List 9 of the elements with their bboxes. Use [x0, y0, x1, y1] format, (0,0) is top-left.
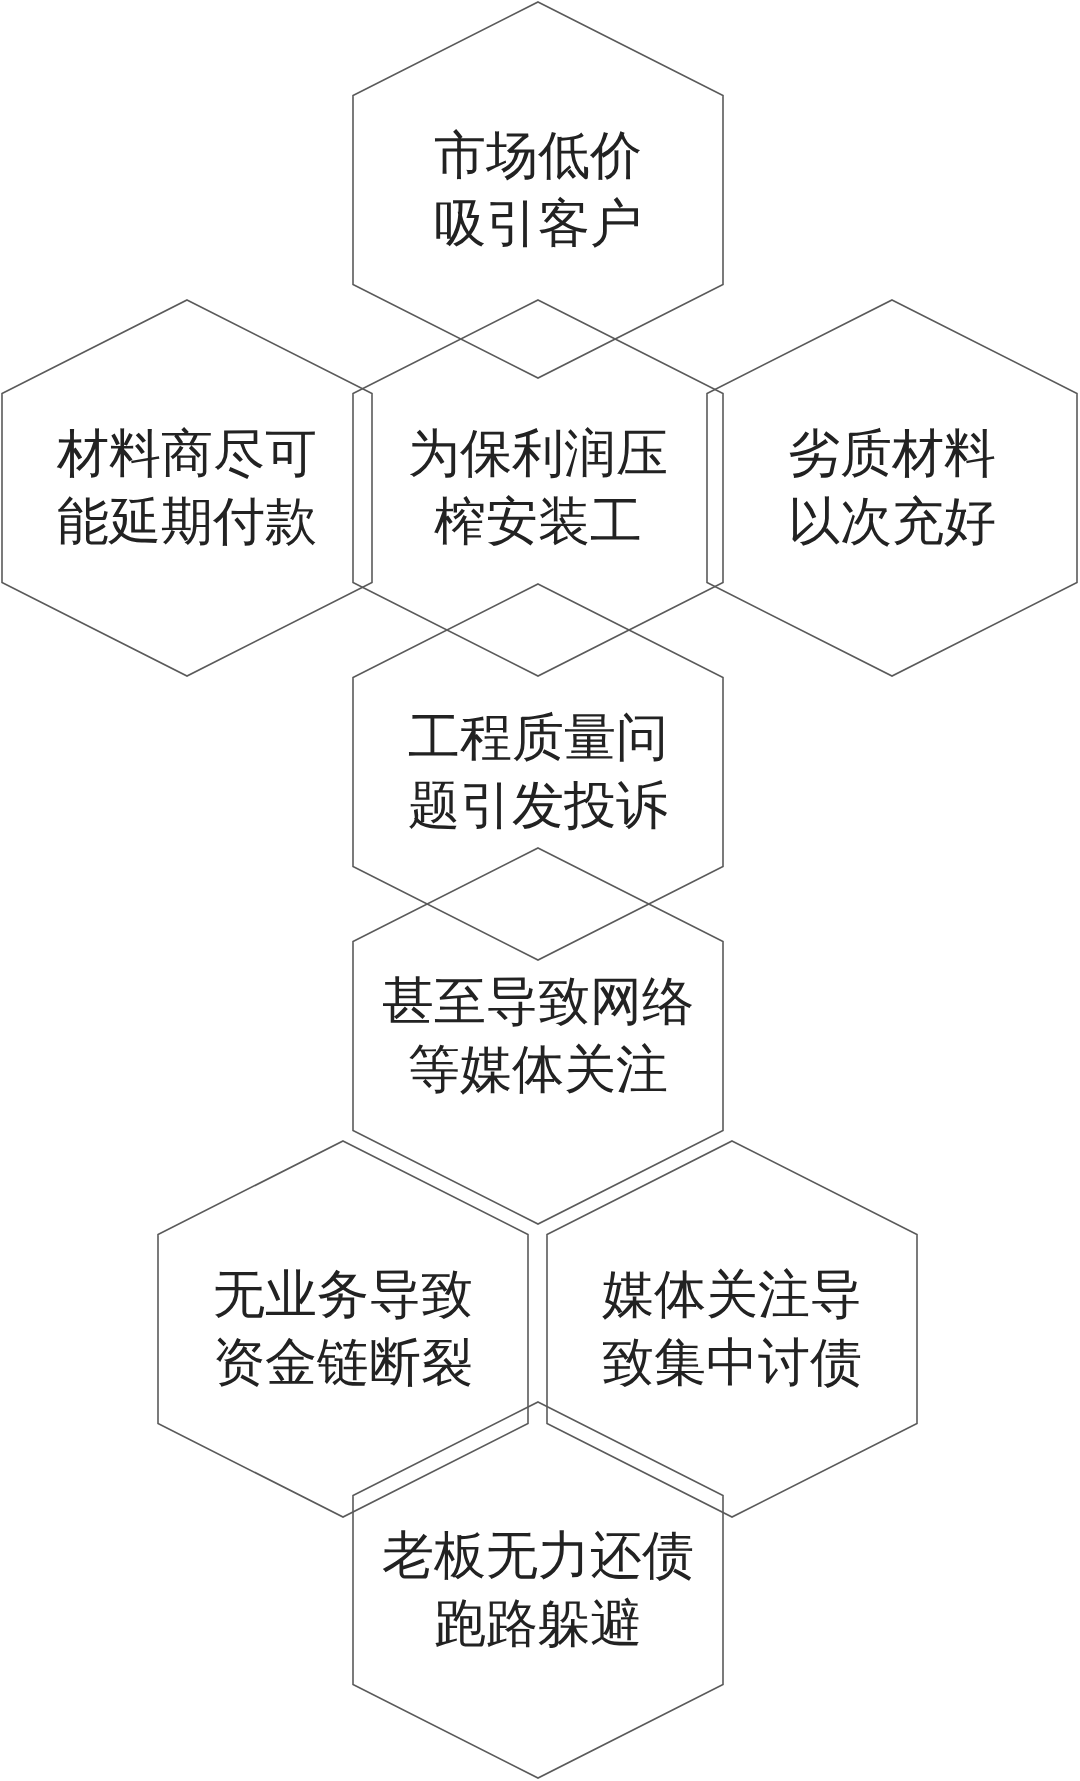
hexagon-text: 市场低价吸引客户 [434, 124, 642, 255]
hexagon-text: 材料商尽可能延期付款 [57, 422, 317, 553]
hexagon-text: 老板无力还债跑路躲避 [382, 1524, 694, 1655]
hexagon-text: 无业务导致资金链断裂 [213, 1263, 473, 1394]
hexagon-text: 劣质材料以次充好 [788, 422, 996, 553]
hexagon-text: 工程质量问题引发投诉 [408, 706, 668, 837]
hexagon-text: 甚至导致网络等媒体关注 [382, 970, 694, 1101]
hexagon-text: 媒体关注导致集中讨债 [602, 1263, 862, 1394]
hexagon-text: 为保利润压榨安装工 [408, 422, 668, 553]
